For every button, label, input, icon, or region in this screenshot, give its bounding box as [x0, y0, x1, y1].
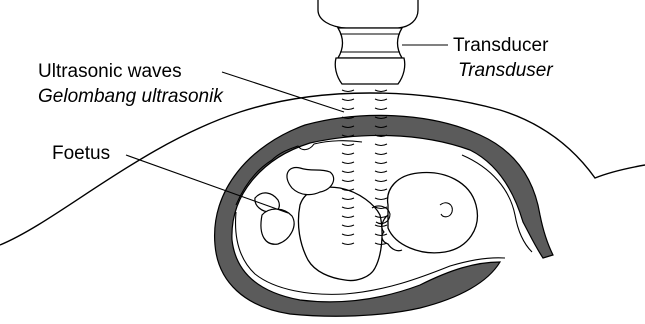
wave-dash [342, 180, 354, 182]
wave-dash [375, 108, 387, 110]
wave-dash [375, 171, 387, 173]
wave-dash [342, 90, 354, 92]
foetus-head [388, 173, 478, 253]
wave-dash [375, 153, 387, 155]
ultrasonic-waves-label: Ultrasonic waves [38, 61, 182, 83]
wave-dash [342, 171, 354, 173]
waves-leader-line [222, 72, 344, 112]
wave-dash [375, 90, 387, 92]
transducer-head [335, 58, 405, 84]
wave-dash [375, 144, 387, 146]
wave-dash [375, 180, 387, 182]
ultrasonic-waves-label-malay: Gelombang ultrasonik [38, 86, 223, 108]
foetus-arm [261, 209, 294, 244]
wave-dash [375, 162, 387, 164]
wave-dash [342, 108, 354, 110]
transducer-label: Transducer [453, 35, 548, 57]
wave-dash [342, 162, 354, 164]
transducer [318, 0, 418, 84]
wave-dash [375, 189, 387, 191]
transducer-handle [318, 0, 418, 28]
wave-dash [375, 99, 387, 101]
wave-dash [375, 198, 387, 200]
transducer-collar [338, 28, 402, 58]
wave-dash [342, 99, 354, 101]
transducer-label-malay: Transduser [458, 60, 553, 82]
wave-dash [342, 153, 354, 155]
wave-dash [342, 144, 354, 146]
foetus-label: Foetus [52, 143, 110, 165]
foetus-body [298, 187, 382, 280]
